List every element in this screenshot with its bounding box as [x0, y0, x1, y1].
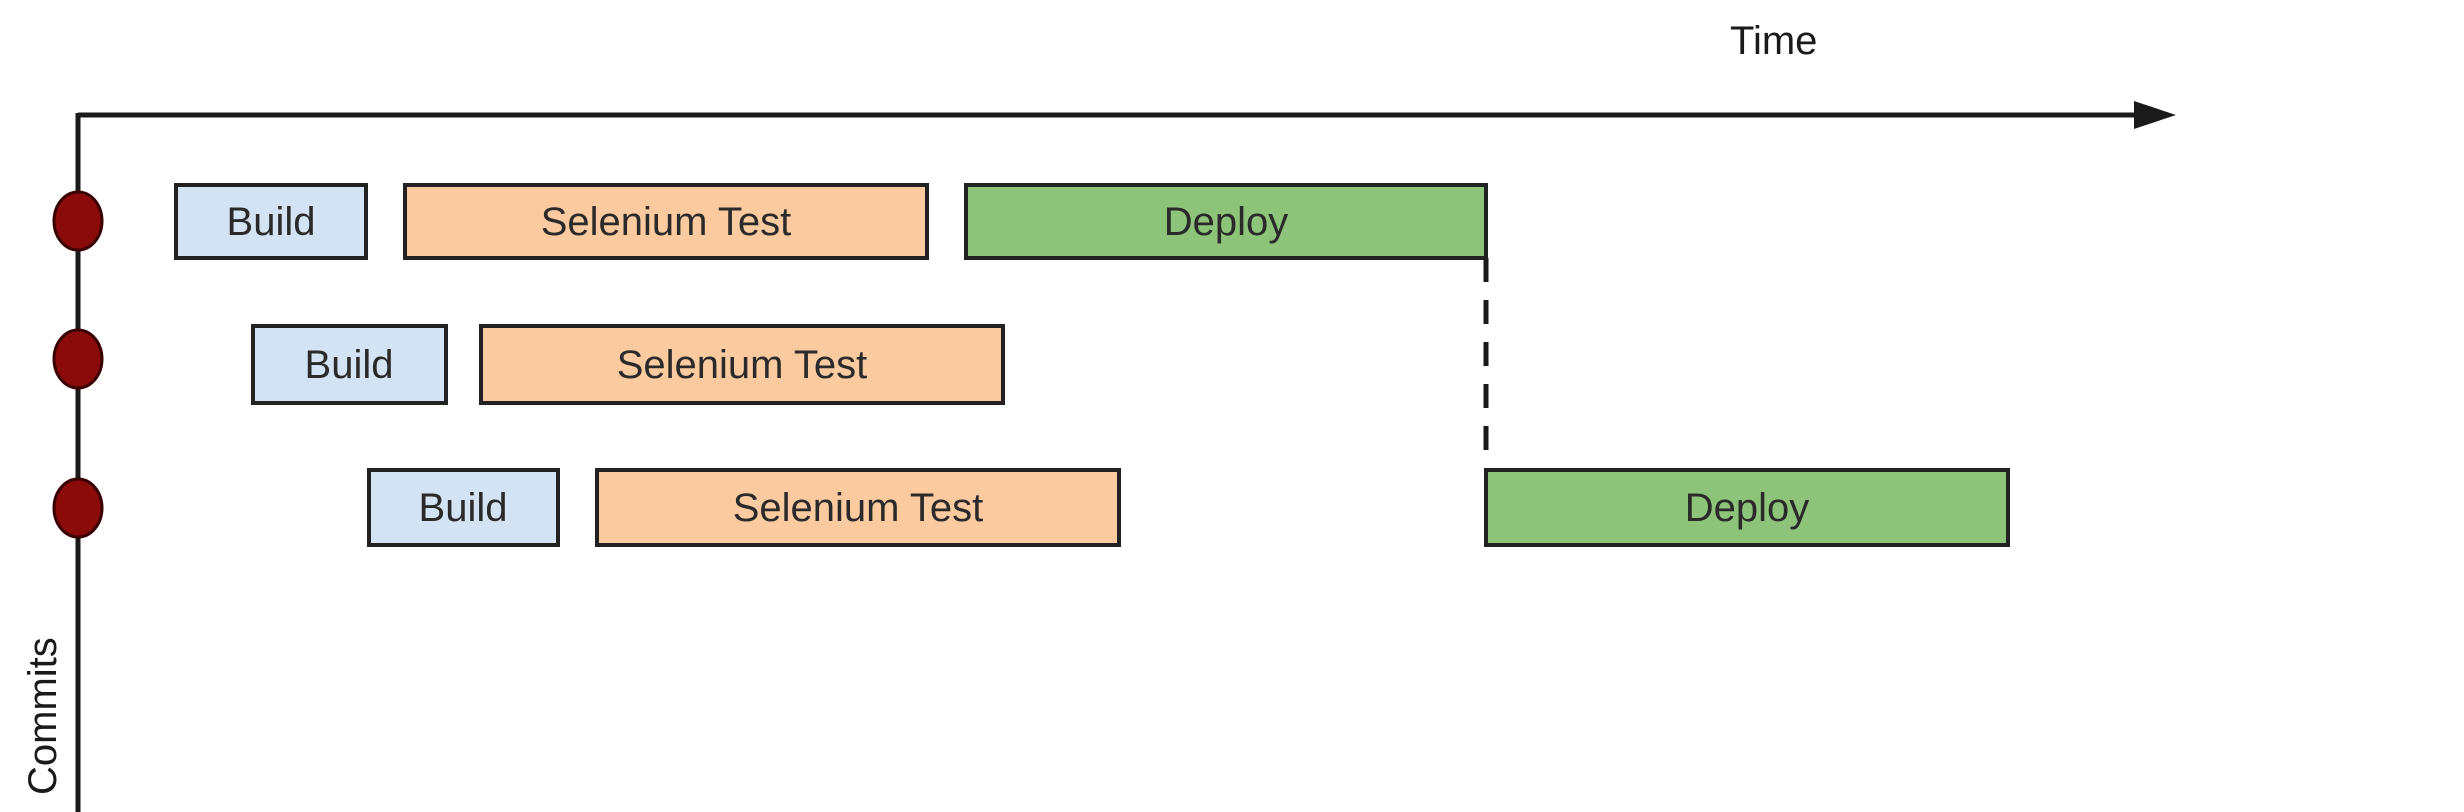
time-axis-arrowhead — [2134, 101, 2176, 129]
deploy-label: Deploy — [1164, 200, 1289, 244]
selenium-test-stage-3: Selenium Test — [595, 468, 1121, 547]
build-box — [367, 468, 560, 547]
selenium-test-label: Selenium Test — [541, 200, 792, 244]
build-label: Build — [419, 486, 508, 530]
commit-dot-2 — [52, 328, 104, 390]
build-box — [174, 183, 368, 260]
deploy-label: Deploy — [1685, 486, 1810, 530]
commit-row-1: Build Selenium Test Deploy — [174, 183, 1488, 260]
selenium-test-stage-1: Selenium Test — [403, 183, 929, 260]
build-stage-2: Build — [251, 324, 448, 405]
deploy-box — [1484, 468, 2010, 547]
selenium-test-box — [403, 183, 929, 260]
commits-axis-label: Commits — [21, 637, 65, 795]
build-box — [251, 324, 448, 405]
selenium-test-stage-2: Selenium Test — [479, 324, 1005, 405]
selenium-test-label: Selenium Test — [733, 486, 984, 530]
build-stage-1: Build — [174, 183, 368, 260]
deploy-stage-1: Deploy — [964, 183, 1488, 260]
time-axis-label: Time — [1730, 19, 1817, 63]
commit-dot-3 — [52, 477, 104, 539]
deploy-box — [964, 183, 1488, 260]
commit-row-2: Build Selenium Test — [251, 324, 1005, 405]
commit-dot-1 — [52, 190, 104, 252]
selenium-test-label: Selenium Test — [617, 343, 868, 387]
deploy-stage-3: Deploy — [1484, 468, 2010, 547]
build-stage-3: Build — [367, 468, 560, 547]
build-label: Build — [305, 343, 394, 387]
selenium-test-box — [595, 468, 1121, 547]
selenium-test-box — [479, 324, 1005, 405]
commit-row-3: Build Selenium Test Deploy — [367, 468, 2010, 547]
build-label: Build — [227, 200, 316, 244]
